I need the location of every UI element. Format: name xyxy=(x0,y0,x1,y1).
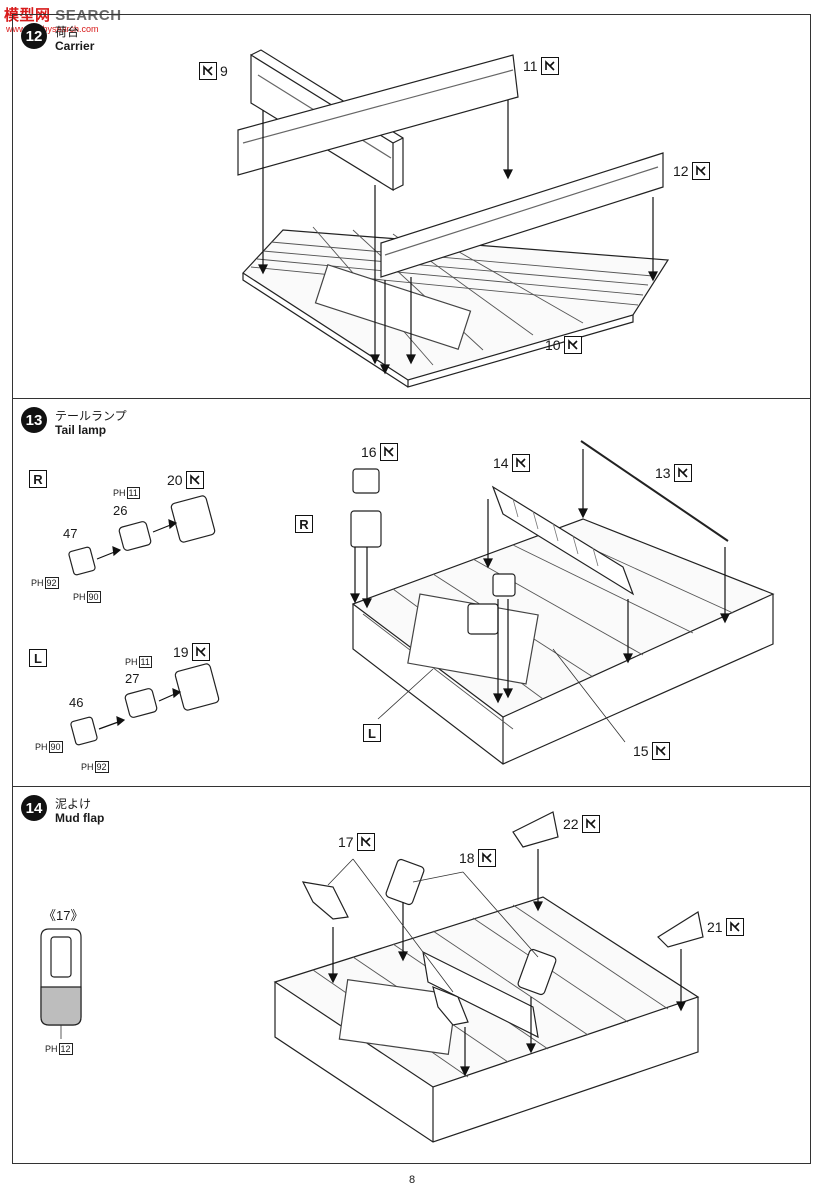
tail-lamp-assembly-drawing xyxy=(68,440,775,765)
cement-brush-icon xyxy=(356,833,375,851)
callout-part-9: 9 xyxy=(199,62,228,80)
callout-part-12: 12 xyxy=(673,162,710,180)
part-number: 20 xyxy=(167,472,183,488)
cement-brush-icon xyxy=(191,643,210,661)
cement-brush-icon xyxy=(563,336,582,354)
cement-brush-icon xyxy=(651,742,670,760)
watermark-en: SEARCH xyxy=(55,7,122,24)
part-label-46: 46 xyxy=(69,695,84,710)
step-title-jp: 荷台 xyxy=(55,25,80,39)
part-number: 19 xyxy=(173,644,189,660)
carrier-assembly-drawing xyxy=(237,49,670,388)
mud-flap-assembly-drawing xyxy=(40,811,704,1143)
watermark-jp: 模型网 xyxy=(4,7,51,24)
part-number: 10 xyxy=(545,337,561,353)
step-number: 14 xyxy=(21,795,47,821)
cement-brush-icon xyxy=(379,443,398,461)
side-marker-l: L xyxy=(29,649,47,667)
paint-prefix: PH xyxy=(73,592,86,602)
part-number: 17 xyxy=(338,834,354,850)
paint-prefix: PH xyxy=(125,657,138,667)
cement-brush-icon xyxy=(673,464,692,482)
step-title-jp: テールランプ xyxy=(55,409,127,423)
side-marker-r: R xyxy=(29,470,47,488)
step-title-en: Carrier xyxy=(55,39,95,53)
callout-part-19: 19 xyxy=(173,643,210,661)
detail-label-17: 《17》 xyxy=(43,908,84,923)
page-number: 8 xyxy=(408,1174,416,1186)
callout-part-13: 13 xyxy=(655,464,692,482)
paint-prefix: PH xyxy=(45,1044,58,1054)
step-number: 13 xyxy=(21,407,47,433)
part-number: 12 xyxy=(673,163,689,179)
step-title-en: Mud flap xyxy=(55,811,105,825)
part-number: 14 xyxy=(493,455,509,471)
step-12-panel: 12 荷台 Carrier xyxy=(12,14,811,399)
paint-prefix: PH xyxy=(81,762,94,772)
part-label-47: 47 xyxy=(63,526,78,541)
step-14-panel: 14 泥よけ Mud flap xyxy=(12,786,811,1164)
cement-brush-icon xyxy=(199,62,217,80)
paint-prefix: PH xyxy=(35,742,48,752)
part-number: 18 xyxy=(459,850,475,866)
part-number: 16 xyxy=(361,444,377,460)
part-number: 11 xyxy=(523,58,538,74)
callout-part-10: 10 xyxy=(545,336,582,354)
watermark: 模型网 SEARCH xyxy=(4,4,122,25)
cement-brush-icon xyxy=(581,815,600,833)
cement-brush-icon xyxy=(511,454,530,472)
callout-part-20: 20 xyxy=(167,471,204,489)
callout-part-18: 18 xyxy=(459,849,496,867)
paint-prefix: PH xyxy=(31,578,44,588)
cement-brush-icon xyxy=(540,57,559,75)
part-number: 15 xyxy=(633,743,649,759)
paint-number: 90 xyxy=(86,591,101,603)
part-number: 9 xyxy=(220,63,228,79)
part-number: 21 xyxy=(707,919,723,935)
callout-part-21: 21 xyxy=(707,918,744,936)
assembly-marker-r: R xyxy=(295,515,313,533)
callout-part-22: 22 xyxy=(563,815,600,833)
step-title-jp: 泥よけ xyxy=(55,797,92,811)
cement-brush-icon xyxy=(691,162,710,180)
paint-number: 90 xyxy=(48,741,63,753)
assembly-marker-l: L xyxy=(363,724,381,742)
paint-prefix: PH xyxy=(113,488,126,498)
step-title-en: Tail lamp xyxy=(55,423,107,437)
paint-number: 12 xyxy=(58,1043,73,1055)
callout-part-17: 17 xyxy=(338,833,375,851)
paint-number: 92 xyxy=(94,761,109,773)
paint-number: 11 xyxy=(126,487,140,499)
paint-number: 11 xyxy=(138,656,152,668)
cement-brush-icon xyxy=(185,471,204,489)
cement-brush-icon xyxy=(477,849,496,867)
cement-brush-icon xyxy=(725,918,744,936)
callout-part-15: 15 xyxy=(633,742,670,760)
part-label-26: 26 xyxy=(113,503,128,518)
part-number: 13 xyxy=(655,465,671,481)
watermark-url: www.hobbysearch.com xyxy=(6,24,99,34)
part-number: 22 xyxy=(563,816,579,832)
callout-part-11: 11 xyxy=(523,57,559,75)
part-label-27: 27 xyxy=(125,671,140,686)
callout-part-14: 14 xyxy=(493,454,530,472)
callout-part-16: 16 xyxy=(361,443,398,461)
step-number: 12 xyxy=(21,23,47,49)
paint-number: 92 xyxy=(44,577,59,589)
step-13-panel: 13 テールランプ Tail lamp xyxy=(12,398,811,787)
